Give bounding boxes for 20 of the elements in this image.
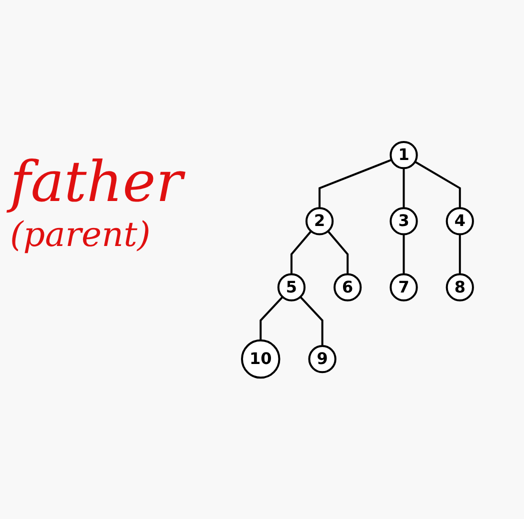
connector	[414, 161, 460, 208]
node-circle: 8	[445, 273, 474, 302]
connector	[259, 296, 283, 341]
node-circle: 2	[305, 207, 334, 236]
node-circle: 4	[445, 207, 474, 236]
node-circle: 6	[333, 273, 362, 302]
connector	[402, 234, 404, 274]
connector	[326, 230, 348, 274]
connector	[458, 234, 460, 274]
node-circle: 1	[389, 141, 418, 170]
node-circle: 3	[389, 207, 418, 236]
connector	[299, 296, 323, 346]
connector	[318, 159, 392, 208]
node-circle: 9	[308, 345, 336, 374]
node-circle: 5	[276, 273, 306, 302]
connector	[402, 168, 404, 208]
node-circle: 10	[240, 340, 280, 379]
node-circle: 7	[389, 273, 418, 302]
connector	[290, 230, 312, 274]
handwritten-note: (parent)	[10, 215, 150, 255]
